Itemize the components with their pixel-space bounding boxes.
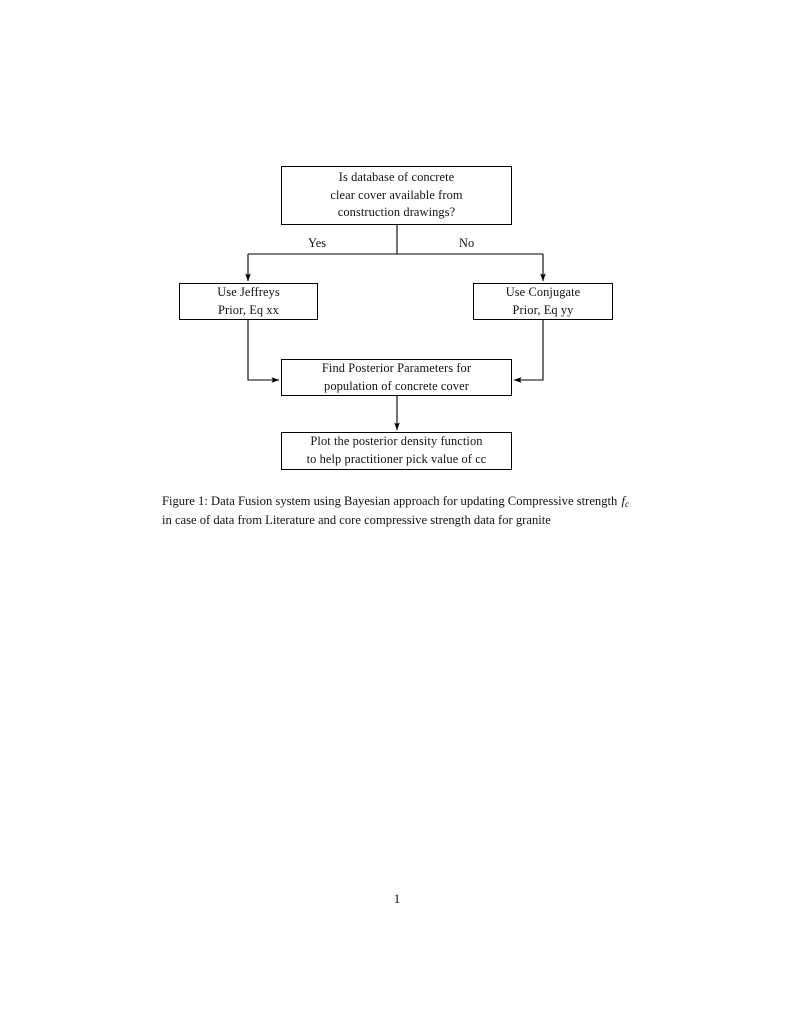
flowchart-connectors (245, 225, 546, 431)
flow-node-question-line-3: construction drawings? (337, 205, 456, 220)
flow-node-question: Is database of concrete clear cover avai… (281, 166, 512, 225)
flow-node-plot-line-1: Plot the posterior density function (310, 434, 483, 449)
flow-node-question-line-1: Is database of concrete (338, 169, 455, 184)
flow-node-plot-line-2: to help practitioner pick value of cc (306, 452, 487, 466)
flow-node-conjugate-line-1: Use Conjugate (505, 284, 581, 299)
caption-label: Figure 1: (162, 494, 208, 508)
edge-label-no: No (459, 236, 475, 250)
figure-caption: Figure 1: Data Fusion system using Bayes… (162, 492, 630, 529)
connector-conjugate-to-posterior (513, 320, 544, 383)
flow-node-posterior-line-1: Find Posterior Parameters for (321, 360, 472, 375)
caption-text-after-math: in case of data from Literature and core… (162, 513, 551, 528)
caption-math-base: f (621, 494, 625, 508)
flow-node-question-line-2: clear cover available from (330, 187, 463, 202)
flow-node-find-posterior: Find Posterior Parameters for population… (281, 359, 512, 396)
flow-node-conjugate-line-2: Prior, Eq yy (512, 302, 574, 317)
flow-node-conjugate-prior: Use Conjugate Prior, Eq yy (473, 283, 613, 320)
figure-flowchart: Is database of concrete clear cover avai… (0, 0, 794, 490)
connector-jeffreys-to-posterior (247, 320, 280, 383)
page-number: 1 (393, 892, 401, 906)
caption-text-before-math: Data Fusion system using Bayesian approa… (207, 494, 621, 508)
flow-node-jeffreys-line-1: Use Jeffreys (217, 284, 280, 299)
flow-node-posterior-line-2: population of concrete cover (324, 378, 469, 393)
flow-node-jeffreys-line-2: Prior, Eq xx (218, 302, 279, 317)
edge-label-yes: Yes (308, 236, 327, 250)
flow-node-plot-density: Plot the posterior density function to h… (281, 432, 512, 470)
flow-node-jeffreys-prior: Use Jeffreys Prior, Eq xx (179, 283, 318, 320)
caption-math-fc: fc (620, 494, 630, 509)
caption-math-subscript: c (624, 498, 629, 509)
